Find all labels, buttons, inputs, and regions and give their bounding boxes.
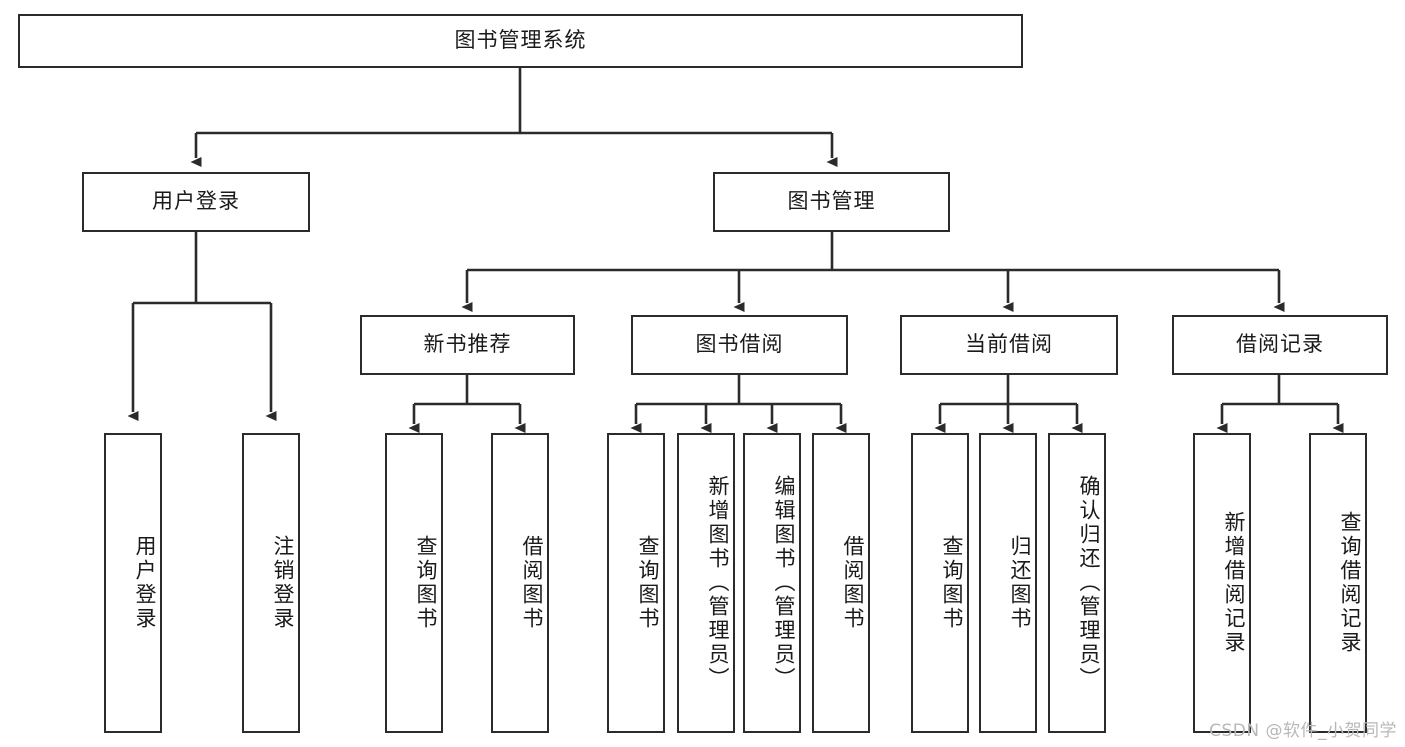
watermark: CSDN @软件_小贺同学 bbox=[1209, 721, 1397, 741]
node-leaf-borrowrecord-add[interactable]: 新增借阅记录 bbox=[1193, 433, 1251, 733]
node-leaf-bookborrow-borrow[interactable]: 借阅图书 bbox=[812, 433, 870, 733]
node-book-manage-label: 图书管理 bbox=[787, 189, 876, 214]
node-book-manage[interactable]: 图书管理 bbox=[713, 172, 950, 232]
node-leaf-label: 新增借阅记录 bbox=[1222, 511, 1246, 655]
node-leaf-user-login-logout[interactable]: 注销登录 bbox=[242, 433, 300, 733]
node-leaf-currentborrow-query[interactable]: 查询图书 bbox=[911, 433, 969, 733]
node-leaf-label: 用户登录 bbox=[133, 535, 157, 631]
node-leaf-label: 借阅图书 bbox=[841, 535, 865, 631]
node-leaf-newbook-query[interactable]: 查询图书 bbox=[385, 433, 443, 733]
node-leaf-label: 查询图书 bbox=[636, 535, 660, 631]
node-new-book-recommend[interactable]: 新书推荐 bbox=[360, 315, 575, 375]
node-leaf-borrowrecord-query[interactable]: 查询借阅记录 bbox=[1309, 433, 1367, 733]
node-user-login[interactable]: 用户登录 bbox=[82, 172, 310, 232]
node-root[interactable]: 图书管理系统 bbox=[18, 14, 1023, 68]
node-leaf-bookborrow-query[interactable]: 查询图书 bbox=[607, 433, 665, 733]
node-new-book-recommend-label: 新书推荐 bbox=[423, 332, 512, 357]
node-leaf-bookborrow-add[interactable]: 新增图书（管理员） bbox=[677, 433, 735, 733]
node-user-login-label: 用户登录 bbox=[152, 189, 240, 214]
node-leaf-label: 注销登录 bbox=[271, 535, 295, 631]
node-leaf-label: 借阅图书 bbox=[520, 535, 544, 631]
node-book-borrow-label: 图书借阅 bbox=[695, 332, 784, 357]
node-leaf-user-login-login[interactable]: 用户登录 bbox=[104, 433, 162, 733]
node-root-label: 图书管理系统 bbox=[454, 28, 587, 53]
node-leaf-label: 查询图书 bbox=[414, 535, 438, 631]
node-leaf-newbook-borrow[interactable]: 借阅图书 bbox=[491, 433, 549, 733]
node-leaf-label: 确认归还（管理员） bbox=[1077, 475, 1101, 691]
node-current-borrow-label: 当前借阅 bbox=[965, 332, 1053, 357]
node-borrow-record[interactable]: 借阅记录 bbox=[1172, 315, 1388, 375]
node-borrow-record-label: 借阅记录 bbox=[1236, 332, 1324, 357]
node-leaf-currentborrow-confirm[interactable]: 确认归还（管理员） bbox=[1048, 433, 1106, 733]
node-leaf-label: 归还图书 bbox=[1008, 535, 1032, 631]
node-current-borrow[interactable]: 当前借阅 bbox=[900, 315, 1118, 375]
node-leaf-label: 新增图书（管理员） bbox=[706, 475, 730, 691]
node-leaf-currentborrow-return[interactable]: 归还图书 bbox=[979, 433, 1037, 733]
node-leaf-bookborrow-edit[interactable]: 编辑图书（管理员） bbox=[743, 433, 801, 733]
node-book-borrow[interactable]: 图书借阅 bbox=[631, 315, 848, 375]
node-leaf-label: 查询图书 bbox=[940, 535, 964, 631]
node-leaf-label: 编辑图书（管理员） bbox=[772, 475, 796, 691]
node-leaf-label: 查询借阅记录 bbox=[1338, 511, 1362, 655]
